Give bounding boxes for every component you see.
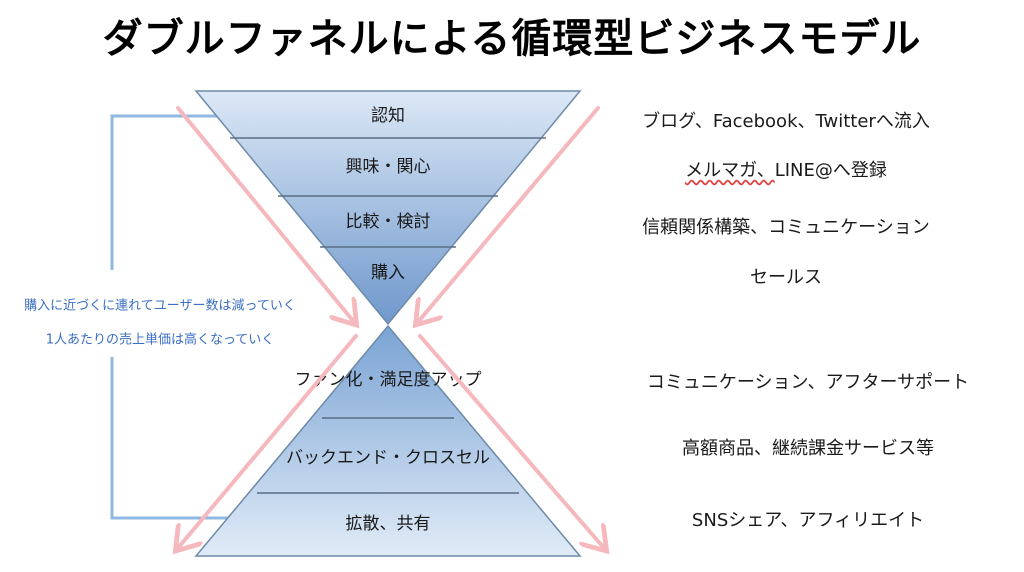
flow-arrow [418, 334, 604, 548]
desc-interest: メルマガ、LINE@へ登録 [586, 156, 986, 182]
stage-interest: 興味・関心 [346, 157, 431, 177]
stage-backend: バックエンド・クロスセル [286, 448, 490, 468]
bottom-funnel-shape [194, 324, 582, 557]
desc-purchase: セールス [750, 267, 822, 288]
top-funnel: 認知 興味・関心 比較・検討 購入 [194, 90, 582, 326]
note-unit-price-increase: 1人あたりの売上単価は高くなっていく [46, 332, 275, 348]
desc-interest-prefix: メルマガ、 [685, 160, 775, 181]
desc-interest-main: LINE@へ登録 [774, 160, 887, 181]
flow-arrows [176, 106, 604, 548]
desc-share: SNSシェア、アフィリエイト [691, 510, 925, 531]
desc-awareness: ブログ、Facebook、Twitterへ流入 [642, 111, 930, 132]
flow-arrow [418, 106, 600, 322]
desc-backend: 高額商品、継続課金サービス等 [682, 438, 934, 459]
desc-fan: コミュニケーション、アフターサポート [646, 372, 970, 393]
stage-share: 拡散、共有 [346, 514, 431, 534]
stage-awareness: 認知 [371, 106, 405, 126]
flow-arrow [176, 106, 354, 322]
page-title: ダブルファネルによる循環型ビジネスモデル [102, 16, 922, 62]
top-funnel-shape [194, 90, 582, 326]
stage-comparison: 比較・検討 [346, 212, 431, 232]
desc-comparison: 信頼関係構築、コミュニケーション [642, 217, 930, 238]
note-users-decrease: 購入に近づくに連れてユーザー数は減っていく [24, 298, 296, 314]
bottom-funnel: ファン化・満足度アップ バックエンド・クロスセル 拡散、共有 [194, 324, 582, 557]
flow-arrow [178, 334, 358, 548]
stage-fan: ファン化・満足度アップ [295, 370, 482, 390]
stage-purchase: 購入 [371, 263, 405, 283]
